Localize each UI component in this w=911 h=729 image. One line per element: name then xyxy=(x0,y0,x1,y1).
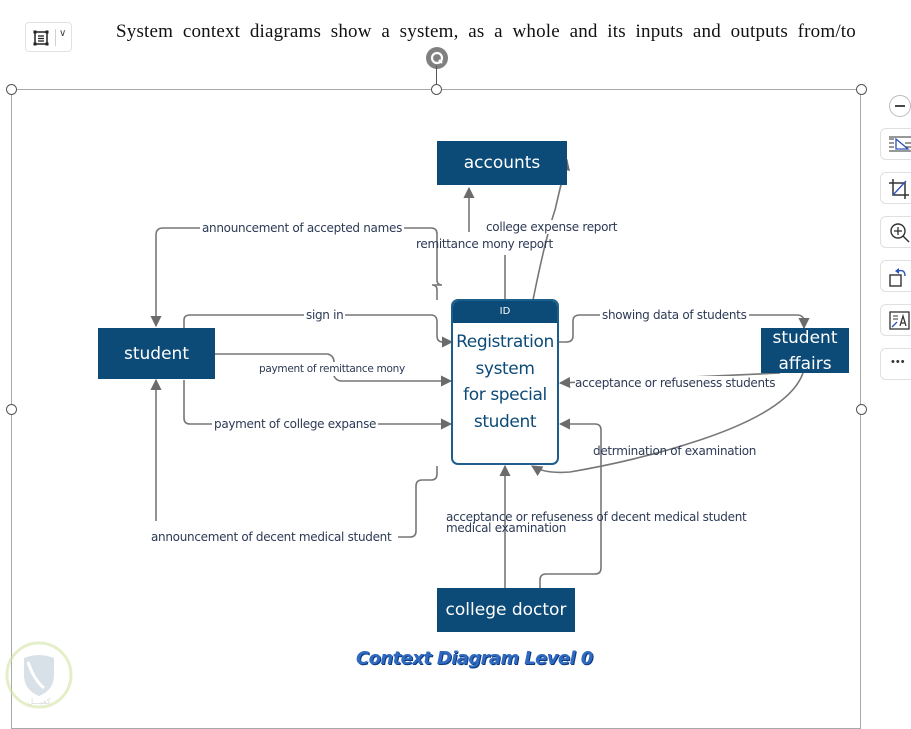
process-name-line: student xyxy=(473,411,537,432)
flow-label: announcement of decent medical student xyxy=(151,530,394,544)
flow-label: announcement of accepted names xyxy=(200,221,405,235)
flow-label: detrmination of examination xyxy=(593,444,757,458)
wrap-text-button[interactable] xyxy=(880,128,911,160)
flow-announcement-accepted xyxy=(150,227,443,328)
flow-label: payment of college expanse xyxy=(212,417,379,431)
resize-handle-right[interactable] xyxy=(856,404,867,415)
entity-label: affairs xyxy=(778,353,832,374)
process-name-line: for special xyxy=(463,385,547,405)
rotate-icon xyxy=(430,51,444,65)
flow-label: payment of remittance mony xyxy=(259,362,405,376)
entity-label: student xyxy=(124,343,189,364)
minus-circle-icon xyxy=(895,105,905,107)
resize-handle-top-right[interactable] xyxy=(856,84,867,95)
rotate-handle-stem xyxy=(436,66,437,89)
flow-label: showing data of students xyxy=(600,308,749,322)
flow-label: remittance mony report xyxy=(416,237,553,251)
process-name-line: system xyxy=(475,358,535,379)
process-id: ID xyxy=(453,301,557,323)
layout-options-button[interactable]: ∨ xyxy=(25,22,72,52)
rotate-button[interactable] xyxy=(880,260,911,292)
zoom-button[interactable] xyxy=(880,216,911,248)
watermark-text: كفيـــل xyxy=(27,697,51,706)
process-registration-system[interactable]: ID Registration system for special stude… xyxy=(451,299,559,465)
crop-icon xyxy=(889,179,909,199)
divider xyxy=(55,29,56,46)
rotate-handle[interactable] xyxy=(426,47,448,69)
layout-options-icon xyxy=(33,30,49,46)
diagram-caption: Context Diagram Level 0 xyxy=(356,648,593,669)
zoom-in-icon xyxy=(890,223,910,243)
collapse-toolbar-button[interactable] xyxy=(889,95,911,117)
watermark-logo: كفيـــل xyxy=(4,640,74,715)
flow-announcement-medical xyxy=(398,466,438,538)
flow-label: medical examination xyxy=(446,521,567,535)
wrap-text-icon xyxy=(889,136,911,152)
process-name-line: Registration xyxy=(456,332,554,352)
entity-label: student xyxy=(772,327,838,348)
resize-handle-left[interactable] xyxy=(6,404,17,415)
more-options-button[interactable]: ••• xyxy=(880,348,911,380)
more-icon: ••• xyxy=(891,356,906,368)
alt-text-button[interactable] xyxy=(880,304,911,336)
process-name: Registration system for special student xyxy=(453,323,557,435)
flow-label: acceptance or refuseness of decent medic… xyxy=(446,510,747,524)
resize-handle-top-left[interactable] xyxy=(6,84,17,95)
crop-button[interactable] xyxy=(880,172,911,204)
entity-college-doctor[interactable]: college doctor xyxy=(437,588,575,632)
entity-student-affairs[interactable]: student affairs xyxy=(761,327,849,374)
document-text-line: System context diagrams show a system, a… xyxy=(116,21,856,42)
flow-label: sign in xyxy=(304,308,346,322)
flow-determination xyxy=(531,372,804,477)
resize-handle-top[interactable] xyxy=(431,84,442,95)
flow-showing-data xyxy=(559,314,810,343)
flow-label: college expense report xyxy=(486,220,618,234)
entity-label: college doctor xyxy=(445,600,567,620)
shield-icon: كفيـــل xyxy=(5,641,73,709)
flow-acceptance-medical xyxy=(539,418,602,588)
entity-student[interactable]: student xyxy=(98,328,215,379)
flow-label: acceptance or refuseness students xyxy=(575,376,776,390)
chevron-down-icon[interactable]: ∨ xyxy=(59,28,67,39)
alt-text-icon xyxy=(889,311,910,330)
entity-accounts[interactable]: accounts xyxy=(437,141,567,185)
flow-payment-college xyxy=(183,380,453,430)
entity-label: accounts xyxy=(463,153,541,173)
rotate-icon xyxy=(889,268,906,287)
flow-sign-in xyxy=(183,314,454,348)
